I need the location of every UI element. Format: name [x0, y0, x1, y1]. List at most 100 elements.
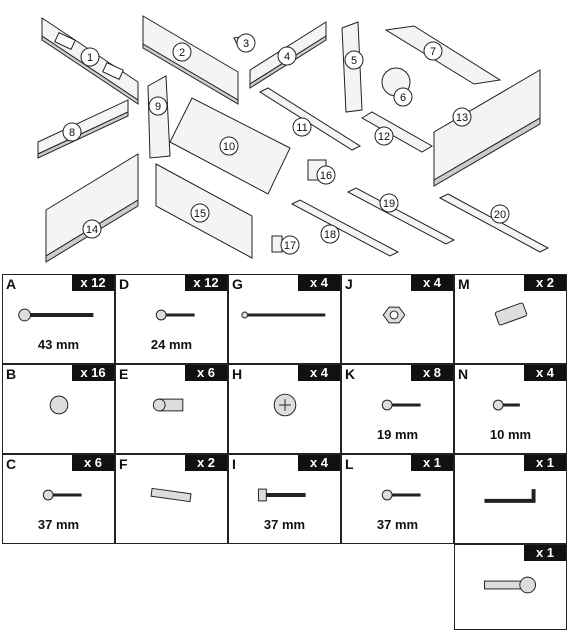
- hardware-letter: E: [119, 366, 129, 382]
- hardware-size: 43 mm: [37, 337, 80, 352]
- hardware-size: 10 mm: [489, 427, 532, 442]
- hardware-letter: N: [458, 366, 469, 382]
- long-bolt-icon: [18, 308, 94, 322]
- part-callout: 6: [393, 87, 413, 107]
- part-number: 5: [351, 55, 357, 67]
- part-callout: 1: [80, 47, 100, 67]
- part-callout: 3: [236, 33, 256, 53]
- cam-lock-icon: [273, 393, 297, 417]
- part-number: 14: [86, 224, 98, 236]
- screw-icon: [381, 399, 421, 411]
- part-callout: 18: [320, 224, 340, 244]
- part-callout: 10: [219, 136, 239, 156]
- hardware-letter: G: [232, 276, 243, 292]
- part-callout: 7: [423, 41, 443, 61]
- hardware-quantity: x 4: [298, 455, 340, 471]
- part-callout: 9: [148, 96, 168, 116]
- part-number: 16: [320, 170, 332, 182]
- hardware-letter: J: [345, 276, 353, 292]
- part-callout: 19: [379, 193, 399, 213]
- part-number: 20: [494, 209, 506, 221]
- part-number: 1: [87, 52, 93, 64]
- hardware-quantity: x 12: [185, 275, 227, 291]
- hardware-size: 19 mm: [376, 427, 419, 442]
- plate-icon: [494, 302, 528, 326]
- bolt-icon: [257, 488, 306, 502]
- hardware-size: 24 mm: [150, 337, 193, 352]
- rail-8: [37, 99, 129, 159]
- panel-13: [433, 69, 541, 187]
- hardware-quantity: x 4: [411, 275, 453, 291]
- hardware-size: 37 mm: [263, 517, 306, 532]
- part-callout: 14: [82, 219, 102, 239]
- hardware-letter: I: [232, 456, 236, 472]
- rail-11: [258, 87, 362, 151]
- part-callout: 4: [277, 46, 297, 66]
- hardware-quantity: x 1: [411, 455, 453, 471]
- hardware-cell: x 1: [454, 544, 567, 630]
- part-callout: 2: [172, 42, 192, 62]
- hardware-quantity: x 6: [185, 365, 227, 381]
- part-callout: 8: [62, 122, 82, 142]
- allen-key-icon: [484, 489, 536, 503]
- part-number: 13: [456, 112, 468, 124]
- screw-icon: [42, 489, 82, 501]
- hardware-letter: D: [119, 276, 130, 292]
- barrel-nut-icon: [49, 395, 69, 415]
- hex-nut-icon: [382, 306, 406, 324]
- part-17: [271, 235, 283, 253]
- hardware-letter: H: [232, 366, 243, 382]
- rail-20: [438, 193, 550, 253]
- part-number: 12: [378, 131, 390, 143]
- hardware-quantity: x 1: [524, 545, 566, 561]
- part-number: 10: [223, 141, 235, 153]
- hardware-cell: x 1: [454, 454, 567, 544]
- hardware-letter: B: [6, 366, 17, 382]
- part-number: 19: [383, 198, 395, 210]
- hardware-quantity: x 2: [185, 455, 227, 471]
- hardware-letter: M: [458, 276, 470, 292]
- panel-9: [147, 75, 171, 159]
- hardware-letter: A: [6, 276, 17, 292]
- hardware-quantity: x 4: [298, 275, 340, 291]
- part-callout: 11: [292, 117, 312, 137]
- hardware-letter: F: [119, 456, 128, 472]
- part-callout: 12: [374, 126, 394, 146]
- screw-icon: [381, 489, 421, 501]
- part-number: 15: [194, 208, 206, 220]
- part-number: 8: [69, 127, 75, 139]
- sleeve-nut-icon: [152, 398, 184, 412]
- part-number: 17: [284, 240, 296, 252]
- part-callout: 16: [316, 165, 336, 185]
- hardware-quantity: x 6: [72, 455, 114, 471]
- panel-7: [384, 25, 502, 85]
- connector-bolt-icon: [241, 311, 326, 319]
- part-number: 3: [243, 38, 249, 50]
- hardware-quantity: x 4: [524, 365, 566, 381]
- wrench-icon: [483, 576, 537, 594]
- rail-18: [290, 199, 400, 257]
- panel-14: [45, 153, 139, 263]
- part-number: 9: [155, 101, 161, 113]
- dowel-icon: [150, 487, 192, 503]
- part-number: 11: [296, 122, 307, 134]
- hardware-quantity: x 12: [72, 275, 114, 291]
- part-callout: 17: [280, 235, 300, 255]
- hardware-quantity: x 4: [298, 365, 340, 381]
- part-number: 18: [324, 229, 336, 241]
- part-number: 4: [284, 51, 290, 63]
- part-callout: 13: [452, 107, 472, 127]
- hardware-size: 37 mm: [376, 517, 419, 532]
- rail-19: [346, 187, 456, 245]
